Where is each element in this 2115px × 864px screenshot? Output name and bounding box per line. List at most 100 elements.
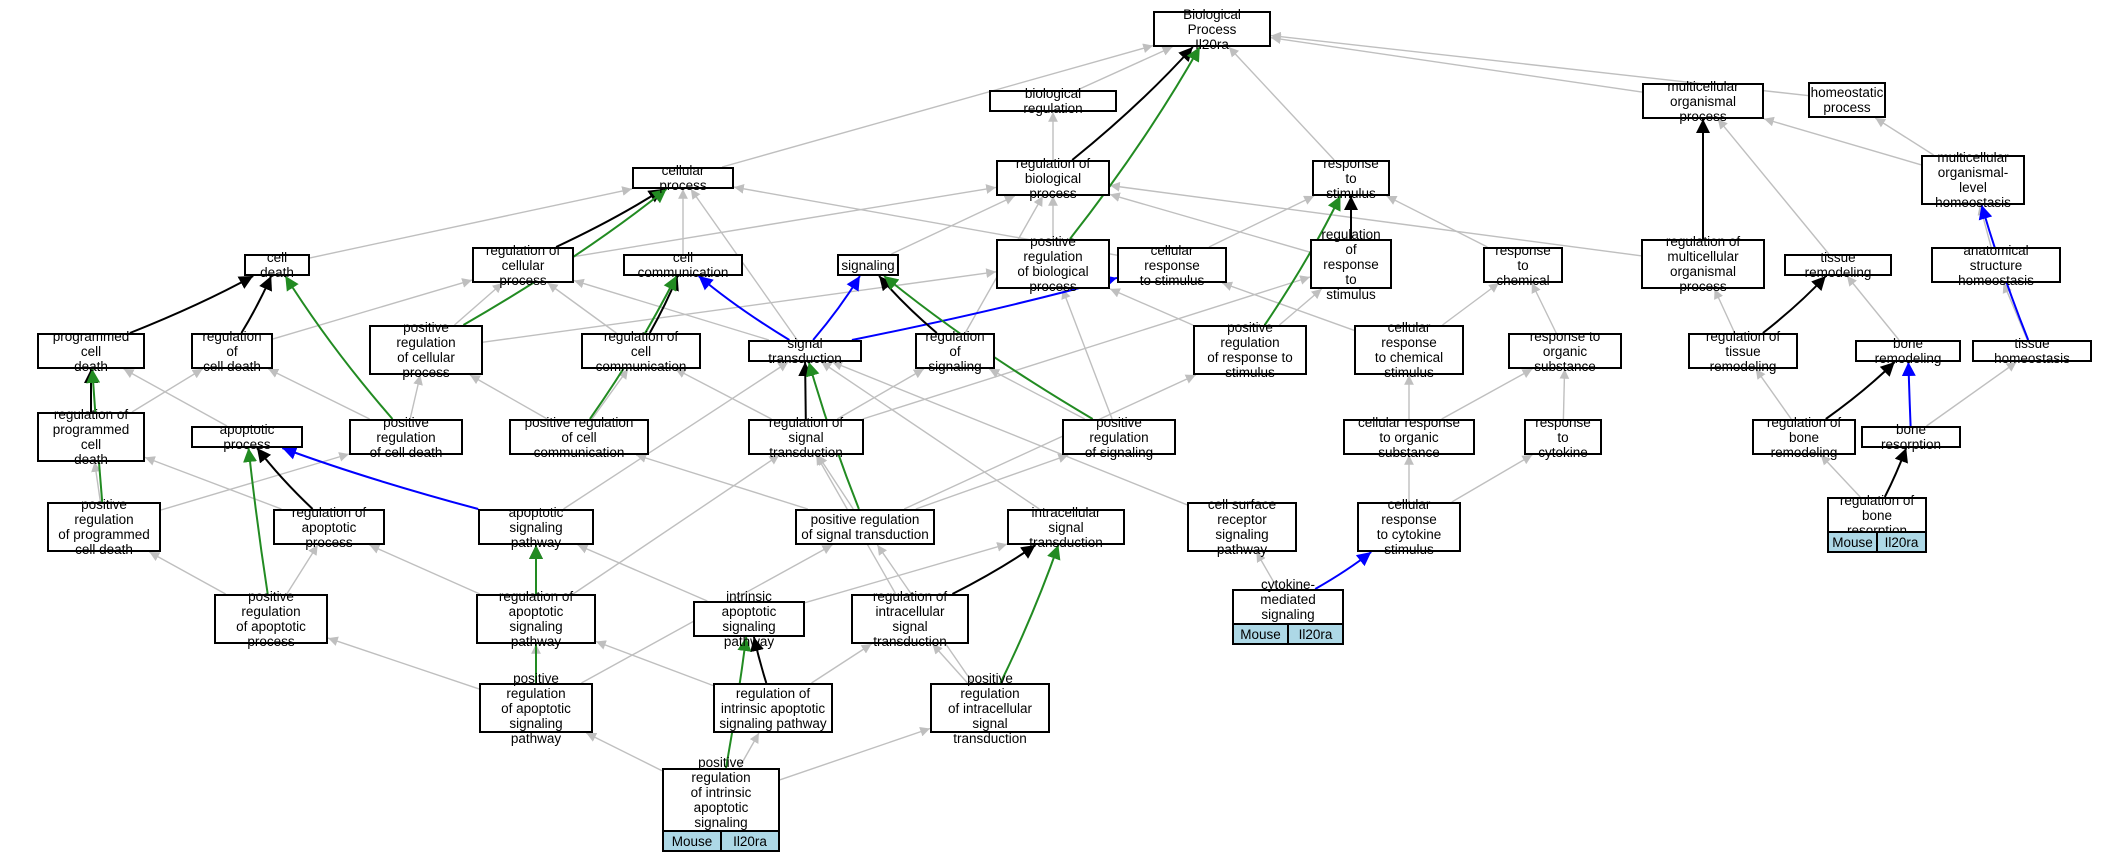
edge-is-a bbox=[690, 188, 798, 341]
edge-part-of bbox=[1825, 361, 1896, 420]
go-term-signaling[interactable]: signaling bbox=[837, 254, 899, 276]
go-term-pos-reg-bp[interactable]: positive regulation of biological proces… bbox=[996, 234, 1110, 294]
edge-positively-regulates bbox=[1069, 46, 1201, 240]
annotation-gene: Il20ra bbox=[1876, 533, 1925, 551]
go-term-reg-bp[interactable]: regulation of biological process bbox=[996, 156, 1110, 201]
go-term-cell-resp-cyto[interactable]: cellular response to cytokine stimulus bbox=[1357, 497, 1461, 557]
go-term-pos-reg-resp[interactable]: positive regulation of response to stimu… bbox=[1193, 320, 1307, 380]
edge-is-a bbox=[577, 544, 708, 602]
edge-is-a bbox=[160, 452, 350, 511]
edge-part-of bbox=[1762, 275, 1827, 334]
go-term-reg-apop-sig[interactable]: regulation of apoptotic signaling pathwa… bbox=[476, 589, 596, 649]
go-term-cell-resp-org[interactable]: cellular response to organic substance bbox=[1343, 415, 1475, 460]
edge-is-a bbox=[1713, 288, 1736, 334]
edge-is-a bbox=[738, 732, 760, 769]
edge-regulates bbox=[812, 275, 861, 341]
edge-is-a bbox=[1717, 118, 1830, 255]
edge-is-a bbox=[1221, 281, 1355, 331]
go-term-cell-death[interactable]: cell death bbox=[244, 250, 310, 280]
edge-positively-regulates bbox=[1263, 195, 1342, 326]
go-term-cyto-med[interactable]: cytokine-mediated signaling pathway bbox=[1232, 577, 1344, 637]
go-term-biol-reg[interactable]: biological regulation bbox=[989, 86, 1117, 116]
go-term-csr-sig[interactable]: cell surface receptor signaling pathway bbox=[1187, 497, 1297, 557]
edge-is-a bbox=[1386, 195, 1488, 248]
go-term-pos-reg-intr-apop[interactable]: positive regulation of intrinsic apoptot… bbox=[662, 755, 780, 845]
edge-is-a bbox=[891, 195, 1015, 255]
go-term-anat-homeo[interactable]: anatomical structure homeostasis bbox=[1931, 243, 2061, 288]
go-term-resp-org[interactable]: response to organic substance bbox=[1508, 329, 1622, 374]
go-term-intr-apop[interactable]: intrinsic apoptotic signaling pathway bbox=[693, 589, 805, 649]
edge-is-a bbox=[268, 368, 370, 420]
edge-is-a bbox=[779, 727, 931, 781]
go-term-sig-trans[interactable]: signal transduction bbox=[748, 336, 862, 366]
go-term-pos-reg-intra-st[interactable]: positive regulation of intracellular sig… bbox=[930, 671, 1050, 746]
go-term-pos-reg-cd[interactable]: positive regulation of cell death bbox=[349, 415, 463, 460]
edge-is-a bbox=[635, 453, 809, 510]
go-term-bp[interactable]: Biological Process Il20ra bbox=[1153, 7, 1271, 52]
go-term-tissue-homeo[interactable]: tissue homeostasis bbox=[1972, 336, 2092, 366]
edge-is-a bbox=[1278, 288, 1323, 326]
go-term-reg-cp[interactable]: regulation of cellular process bbox=[472, 243, 574, 288]
go-term-reg-cd[interactable]: regulation of cell death bbox=[191, 329, 273, 374]
edge-is-a bbox=[675, 368, 772, 420]
go-term-pos-reg-apop-sig[interactable]: positive regulation of apoptotic signali… bbox=[479, 671, 593, 746]
edge-is-a bbox=[1846, 275, 1900, 341]
go-term-pos-reg-cc[interactable]: positive regulation of cell communicatio… bbox=[509, 415, 649, 460]
go-term-pos-reg-pcd[interactable]: positive regulation of programmed cell d… bbox=[47, 497, 161, 557]
go-term-reg-resp-stim[interactable]: regulation of response to stimulus bbox=[1310, 227, 1392, 302]
go-term-reg-sig[interactable]: regulation of signaling bbox=[915, 329, 995, 374]
go-term-cell-proc[interactable]: cellular process bbox=[632, 163, 734, 193]
edge-is-a bbox=[1077, 46, 1173, 91]
edge-is-a bbox=[454, 282, 503, 326]
edge-is-a bbox=[1559, 368, 1570, 420]
edge-is-a bbox=[1061, 288, 1113, 420]
edge-is-a bbox=[1926, 361, 2017, 427]
go-term-pos-reg-apop[interactable]: positive regulation of apoptotic process bbox=[214, 589, 328, 649]
go-term-mol-homeo[interactable]: multicellular organismal-level homeostas… bbox=[1921, 150, 2025, 210]
edge-part-of bbox=[555, 188, 664, 248]
go-term-apop-proc[interactable]: apoptotic process bbox=[191, 422, 303, 452]
go-term-bone-remod[interactable]: bone remodeling bbox=[1855, 336, 1961, 366]
edge-is-a bbox=[931, 643, 969, 684]
edge-is-a bbox=[1255, 551, 1279, 590]
go-term-reg-bone-remod[interactable]: regulation of bone remodeling bbox=[1752, 415, 1856, 460]
go-term-pos-reg-sig[interactable]: positive regulation of signaling bbox=[1062, 415, 1176, 460]
edge-is-a bbox=[1109, 192, 1311, 253]
go-term-reg-apop[interactable]: regulation of apoptotic process bbox=[273, 505, 385, 550]
go-term-tissue-remod[interactable]: tissue remodeling bbox=[1784, 250, 1892, 280]
go-term-reg-bone-resorp[interactable]: regulation of bone resorption bbox=[1827, 493, 1927, 538]
annotation-organism: Mouse bbox=[1234, 625, 1287, 643]
go-term-reg-mop[interactable]: regulation of multicellular organismal p… bbox=[1641, 234, 1765, 294]
go-term-resp-chem[interactable]: response to chemical bbox=[1483, 243, 1563, 288]
go-term-cell-resp-stim[interactable]: cellular response to stimulus bbox=[1117, 243, 1227, 288]
go-term-reg-intr-apop[interactable]: regulation of intrinsic apoptotic signal… bbox=[713, 683, 833, 733]
go-term-cell-comm[interactable]: cell communication bbox=[623, 250, 743, 280]
go-term-reg-st[interactable]: regulation of signal transduction bbox=[748, 415, 864, 460]
go-term-intra-st[interactable]: intracellular signal transduction bbox=[1007, 505, 1125, 550]
go-term-apop-sig[interactable]: apoptotic signaling pathway bbox=[478, 505, 594, 550]
go-term-reg-intra-st[interactable]: regulation of intracellular signal trans… bbox=[851, 589, 969, 649]
go-term-resp-cyto[interactable]: response to cytokine bbox=[1524, 415, 1602, 460]
edge-is-a bbox=[572, 454, 780, 595]
go-term-homeo[interactable]: homeostatic process bbox=[1808, 82, 1886, 118]
go-term-resp-stim[interactable]: response to stimulus bbox=[1312, 156, 1390, 201]
go-term-mop[interactable]: multicellular organismal process bbox=[1642, 79, 1764, 124]
edge-is-a bbox=[1442, 282, 1500, 326]
go-term-reg-cc[interactable]: regulation of cell communication bbox=[581, 329, 701, 374]
go-term-pos-reg-st[interactable]: positive regulation of signal transducti… bbox=[795, 509, 935, 545]
edge-is-a bbox=[573, 278, 770, 341]
edge-regulates bbox=[281, 446, 479, 510]
edge-is-a bbox=[1874, 117, 1934, 156]
go-term-pos-reg-cp[interactable]: positive regulation of cellular process bbox=[369, 320, 483, 380]
go-term-reg-tissue-remod[interactable]: regulation of tissue remodeling bbox=[1688, 329, 1798, 374]
edge-is-a bbox=[547, 282, 617, 334]
go-term-cell-resp-chem[interactable]: cellular response to chemical stimulus bbox=[1354, 320, 1464, 380]
go-term-bone-resorp[interactable]: bone resorption bbox=[1861, 422, 1961, 452]
go-term-reg-pcd[interactable]: regulation of programmed cell death bbox=[37, 407, 145, 467]
edge-part-of bbox=[750, 636, 768, 684]
go-term-pcd[interactable]: programmed cell death bbox=[37, 329, 145, 374]
edge-is-a bbox=[327, 636, 480, 690]
edge-part-of bbox=[878, 275, 938, 334]
